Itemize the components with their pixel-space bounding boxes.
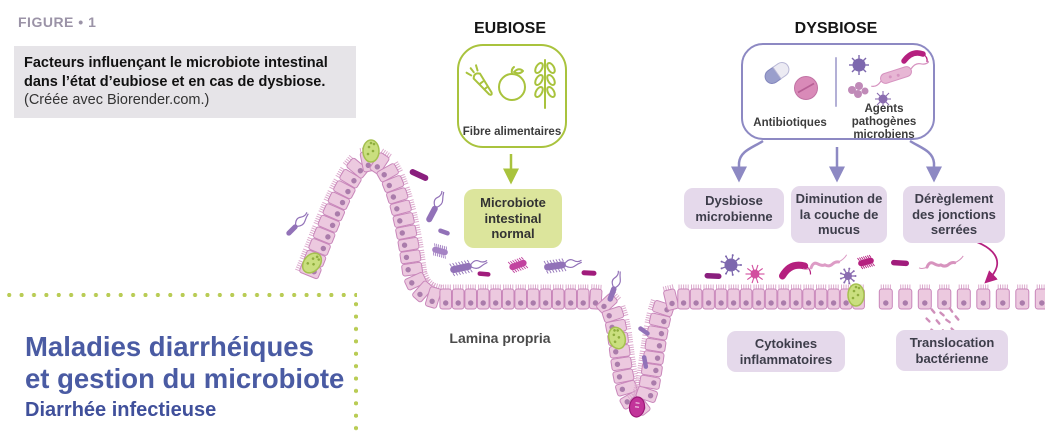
goblet-cell [362,139,380,163]
goblet-cell [847,283,865,307]
microbe-clump-icon [848,82,869,98]
microbiote-normal-box: Microbiote intestinal normal [464,189,562,248]
carrot-icon [465,64,493,96]
article-title-line1: Maladies diarrhéiques [25,331,314,362]
spiky-microbe-icon [875,91,891,107]
panel-divider [835,57,837,107]
figure-caption: Facteurs influençant le microbiote intes… [14,46,356,118]
dysbiose-heading: DYSBIOSE [794,20,878,37]
wheat-icon [534,59,556,109]
epithelium-cells [878,284,1045,310]
dietary-fiber-box: Fibre alimentaires [457,44,567,148]
consequence-box-cytokines: Cytokines inflammatoires [727,331,845,373]
dotted-separator-vertical [352,298,360,433]
caption-credit-text: (Créée avec Biorender.com.) [24,92,210,109]
article-subtitle: Diarrhée infectieuse [25,399,217,421]
article-title: Maladies diarrhéiques et gestion du micr… [25,331,344,396]
pathogens-label: Agents pathogènes microbiens [851,103,917,141]
pointer-jonctions-serrees [959,236,999,284]
figure-number-label: FIGURE • 1 [18,14,97,30]
virus-icon [849,55,869,75]
goblet-cell [607,326,627,350]
dysbiose-icons [764,50,929,107]
article-title-line2: et gestion du microbiote [25,363,345,395]
lamina-propria-label: Lamina propria [449,330,551,346]
eubiose-heading: EUBIOSE [473,20,546,37]
fiber-icons [465,59,556,109]
curved-bacterium-icon [901,50,928,64]
fiber-label: Fibre alimentaires [462,125,562,138]
effect-box-dysbiose-microbienne: Dysbiose microbienne [684,188,784,230]
effect-box-dereglement-jonctions: Dérèglement des jonctions serrées [903,186,1005,243]
fruit-icon [498,66,526,101]
antibiotics-label: Antibiotiques [753,117,827,129]
goblet-cell [301,252,323,274]
effect-box-diminution-mucus: Diminution de la couche de mucus [791,186,887,243]
arrow-to-dysbiose-microbienne [730,139,764,183]
tablet-icon [794,76,818,100]
epithelium-cells [295,146,865,416]
consequence-box-translocation: Translocation bactérienne [896,330,1008,372]
bacteria-rod-icon [871,60,929,87]
dysbiose-causes-box: Antibiotiques Agents pathogènes microbie… [741,43,935,141]
caption-bold-text: Facteurs influençant le microbiote intes… [24,55,328,90]
dotted-separator-horizontal [3,291,357,299]
epithelium-and-microbes [286,139,1045,418]
capsule-icon [764,62,790,84]
crypt-paneth-cell [628,396,646,418]
arrow-to-dereglement-jonctions [909,139,943,183]
